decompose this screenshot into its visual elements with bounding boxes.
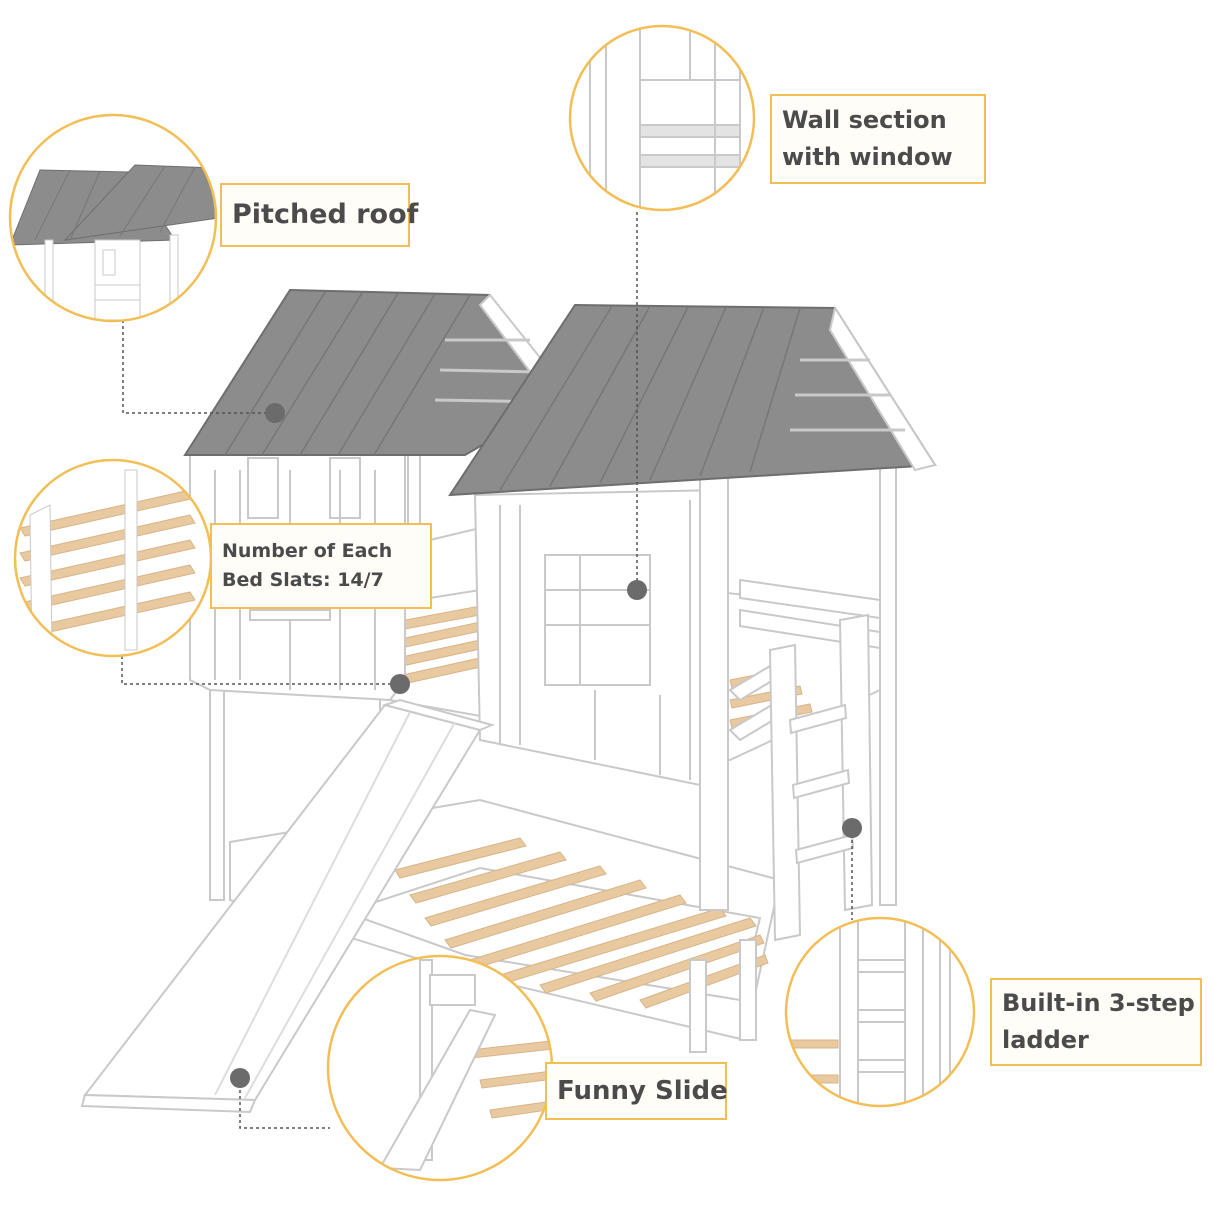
pitched-roof-label: Pitched roof [220,183,419,247]
pitched-roof-text: Pitched roof [232,199,419,231]
bunk-bed [80,419,897,1114]
slide [80,698,496,1114]
wall-marker [627,580,647,600]
ladder-label: Built-in 3-step ladder [990,978,1202,1066]
right-roof [448,303,937,497]
slats-marker [390,674,410,694]
zoom-circle-slide [326,954,554,1182]
ladder-text-line1: Built-in 3-step [1002,988,1195,1017]
bed-slats-text-line1: Number of Each [222,539,393,562]
bed-slats-text-line2: Bed Slats: 14/7 [222,569,384,591]
zoom-circle-slats [13,458,213,658]
lower-bed-slats [394,837,769,1009]
ladder-text-line2: ladder [1002,1026,1089,1054]
ladder-marker [842,818,862,838]
slide-marker [230,1068,250,1088]
wall-section-label: Wall section with window [770,94,986,184]
leader-lines [121,212,853,1129]
markers [230,403,862,1088]
slide-text: Funny Slide [557,1075,728,1106]
zoom-circle-ladder [784,916,976,1108]
bed-slats-label: Number of Each Bed Slats: 14/7 [210,523,432,609]
wall-section-text-line2: with window [782,143,953,171]
roofs [183,288,937,497]
wall-section-text-line1: Wall section [782,105,947,134]
zoom-circle-roof [8,113,218,323]
right-playhouse [473,464,897,911]
slide-label: Funny Slide [545,1062,728,1120]
zoom-circle-wall [568,24,756,212]
roof-marker [265,403,285,423]
